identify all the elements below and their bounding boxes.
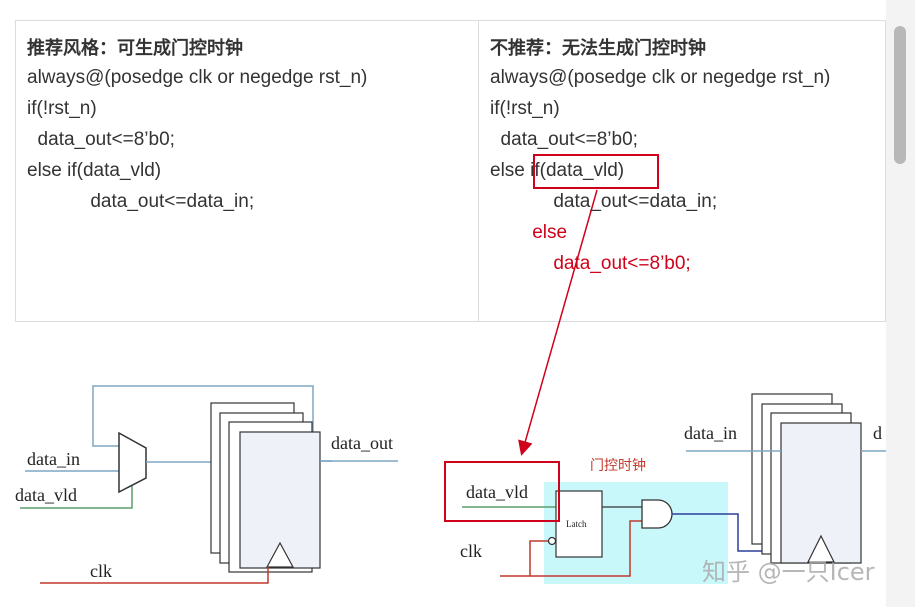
data-vld-wire — [20, 482, 133, 509]
code-line: always@(posedge clk or negedge rst_n) — [27, 67, 368, 88]
right-circuit: 门控时钟 Latch clk data_in d data_vld — [444, 393, 886, 584]
scrollbar[interactable] — [886, 0, 915, 607]
code-line: if(!rst_n) — [490, 98, 560, 119]
code-line: else if(data_vld) — [490, 160, 624, 182]
data-out-label: data_out — [331, 433, 393, 453]
clk-wire — [500, 540, 548, 577]
data-vld-label: data_vld — [15, 485, 77, 505]
latch-label: Latch — [566, 519, 587, 529]
code-line: always@(posedge clk or negedge rst_n) — [490, 67, 831, 88]
clk-label: clk — [460, 541, 482, 561]
and-gate-icon — [641, 499, 673, 529]
code-text: else — [490, 160, 531, 181]
left-circuit: data_in data_vld data_out clk — [15, 385, 398, 584]
added-else-line: else — [490, 222, 568, 243]
data-in-label: data_in — [684, 423, 737, 443]
code-line: else if(data_vld) — [27, 160, 162, 181]
data-out-label-cropped: d — [873, 423, 882, 443]
inverter-bubble-icon — [547, 536, 557, 546]
recommended-heading: 推荐风格：可生成门控时钟 — [27, 38, 243, 59]
code-line: data_out<=data_in; — [490, 191, 718, 212]
not-recommended-heading: 不推荐：无法生成门控时钟 — [490, 38, 706, 59]
annotation-arrow — [518, 189, 598, 456]
added-assign-line: data_out<=8’b0; — [490, 253, 691, 274]
code-comparison-table: 推荐风格：可生成门控时钟 always@(posedge clk or nege… — [15, 20, 886, 322]
clk-branch-wire — [530, 520, 642, 577]
gated-clock-label: 门控时钟 — [590, 457, 646, 474]
scrollbar-thumb[interactable] — [894, 26, 906, 164]
data-vld-label: data_vld — [466, 482, 528, 502]
code-line: if(!rst_n) — [27, 98, 97, 119]
not-recommended-column: 不推荐：无法生成门控时钟 always@(posedge clk or nege… — [479, 21, 885, 321]
highlighted-condition: if(data_vld) — [530, 160, 625, 181]
clk-label: clk — [90, 561, 112, 581]
highlight-box-condition — [533, 154, 659, 189]
code-line: data_out<=data_in; — [27, 191, 255, 212]
highlight-box-data-vld — [444, 461, 560, 522]
watermark: 知乎 @一只Icer — [702, 558, 875, 586]
code-line: data_out<=8’b0; — [27, 129, 175, 150]
recommended-column: 推荐风格：可生成门控时钟 always@(posedge clk or nege… — [16, 21, 479, 321]
code-line: data_out<=8’b0; — [490, 129, 638, 150]
clk-wire — [40, 567, 269, 584]
clock-triangle-icon — [265, 541, 295, 568]
clock-triangle-icon — [807, 534, 835, 563]
mux-icon — [118, 431, 147, 494]
data-in-label: data_in — [27, 449, 80, 469]
latch-block — [555, 490, 603, 558]
